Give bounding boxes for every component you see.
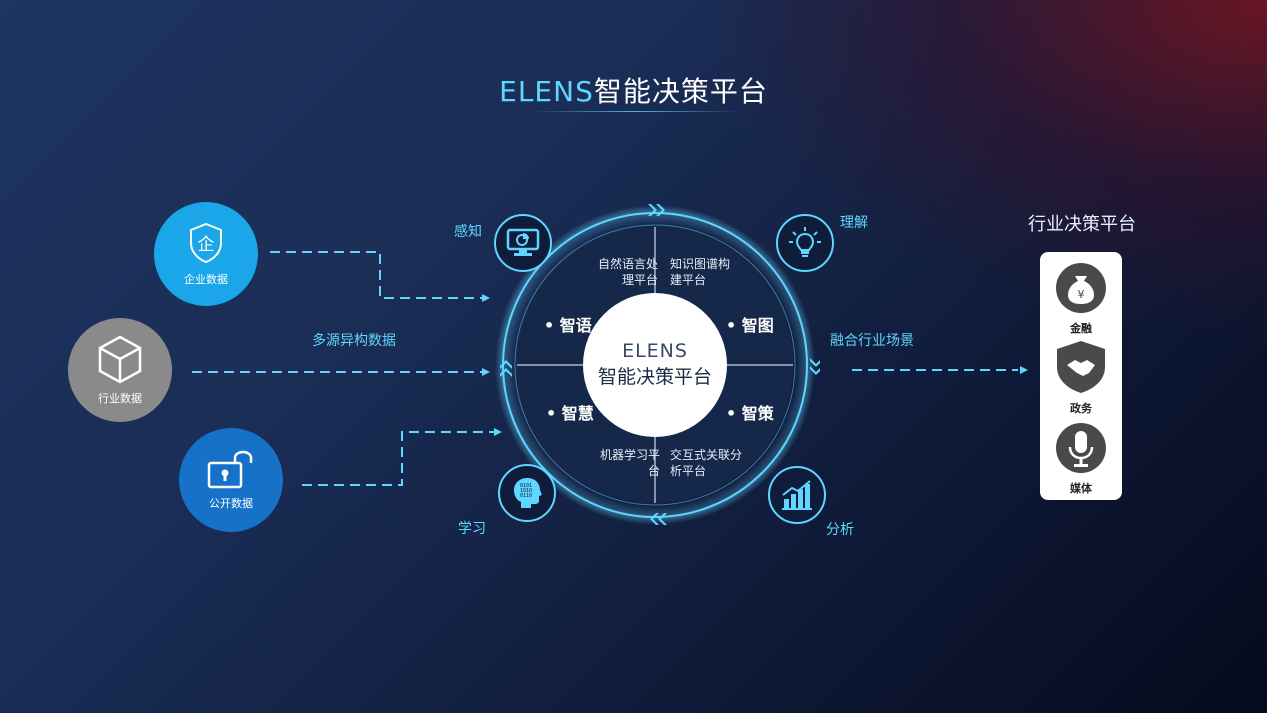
platform-wheel xyxy=(495,204,820,525)
quadrant-bottom-right-desc: 交互式关联分 析平台 xyxy=(670,447,754,479)
svg-text:1010: 1010 xyxy=(520,488,532,494)
arrow-head-output xyxy=(1020,366,1028,374)
monitor-chart-icon xyxy=(506,228,540,256)
industry-item-finance[interactable]: ¥ 金融 xyxy=(1040,262,1122,336)
quadrant-bottom-left-desc: 机器学习平 台 xyxy=(586,447,660,479)
quadrant-top-left-desc: 自然语言处 理平台 xyxy=(586,256,658,288)
industry-panel: ¥ 金融 政务 媒体 xyxy=(1040,252,1122,500)
quadrant-bottom-left-line1: 机器学习平 xyxy=(599,448,660,462)
stage-perceive-label: 感知 xyxy=(454,224,482,240)
industry-item-finance-label: 金融 xyxy=(1070,322,1092,335)
shield-enterprise-icon: 企 xyxy=(190,222,222,264)
industry-item-government[interactable]: 政务 xyxy=(1040,340,1122,416)
center-disk xyxy=(583,293,727,437)
quadrant-bottom-right-line1: 交互式关联分 xyxy=(670,448,743,462)
source-public-label: 公开数据 xyxy=(209,497,253,510)
cube-icon xyxy=(98,335,142,384)
right-panel-title: 行业决策平台 xyxy=(1028,214,1136,235)
connector-public xyxy=(302,431,494,486)
connector-enterprise xyxy=(270,251,482,299)
quadrant-bottom-left-line2: 台 xyxy=(647,464,660,478)
cycle-arrow-right xyxy=(810,358,820,375)
cycle-arrow-bottom xyxy=(650,513,667,525)
quadrant-bottom-left-title-text: 智慧 xyxy=(561,404,594,423)
svg-text:企: 企 xyxy=(198,235,215,255)
stage-analyze-label: 分析 xyxy=(826,522,854,538)
title-cn: 智能决策平台 xyxy=(593,75,768,108)
title-underline xyxy=(530,111,740,112)
source-enterprise-label: 企业数据 xyxy=(184,273,228,286)
quadrant-top-right-title-text: 智图 xyxy=(741,316,774,335)
quadrant-top-left-line1: 自然语言处 xyxy=(597,257,658,271)
middle-ring xyxy=(514,224,796,506)
source-industry[interactable]: 行业数据 xyxy=(68,318,172,422)
stage-learn-label: 学习 xyxy=(458,521,486,537)
svg-text:0110: 0110 xyxy=(520,493,532,499)
center-label: ELENS 智能决策平台 xyxy=(595,340,715,389)
page-title: ELENS智能决策平台 xyxy=(0,70,1267,110)
quadrant-top-right-line2: 建平台 xyxy=(670,273,707,287)
bar-chart-icon xyxy=(782,480,812,510)
cycle-arrow-top xyxy=(648,204,665,216)
svg-text:¥: ¥ xyxy=(1078,288,1085,301)
quadrant-bottom-left-title: • 智慧 xyxy=(546,404,594,423)
quadrant-bottom-right-line2: 析平台 xyxy=(670,464,707,478)
center-label-cn: 智能决策平台 xyxy=(597,366,712,388)
industry-item-government-label: 政务 xyxy=(1070,402,1092,415)
handshake-icon xyxy=(1057,341,1105,393)
quadrant-top-left-title: • 智语 xyxy=(544,316,592,335)
center-label-en: ELENS xyxy=(622,340,688,362)
industry-item-media-label: 媒体 xyxy=(1070,482,1092,495)
quadrant-top-right-desc: 知识图谱构 建平台 xyxy=(670,256,750,288)
source-enterprise[interactable]: 企 企业数据 xyxy=(154,202,258,306)
unlock-icon xyxy=(207,450,253,489)
quadrant-top-left-title-text: 智语 xyxy=(559,316,592,335)
stage-perceive[interactable] xyxy=(494,214,552,272)
money-bag-icon: ¥ xyxy=(1056,263,1106,313)
microphone-icon xyxy=(1056,423,1106,473)
source-public[interactable]: 公开数据 xyxy=(179,428,283,532)
stage-understand[interactable] xyxy=(776,214,834,272)
stage-learn[interactable]: 0101 1010 0110 xyxy=(498,464,556,522)
arrow-head-industry xyxy=(482,368,490,376)
quadrant-top-right-line1: 知识图谱构 xyxy=(670,257,731,271)
flow-label-fusion: 融合行业场景 xyxy=(830,333,914,349)
arrow-head-enterprise xyxy=(482,294,490,302)
quadrant-top-right-title: • 智图 xyxy=(726,316,774,335)
lightbulb-icon xyxy=(789,227,821,257)
flow-label-multi-source: 多源异构数据 xyxy=(312,333,396,349)
quadrant-bottom-right-title: • 智策 xyxy=(726,404,774,423)
stage-analyze[interactable] xyxy=(768,466,826,524)
title-en: ELENS xyxy=(499,75,594,108)
quadrant-bottom-right-title-text: 智策 xyxy=(741,404,774,423)
cycle-arrow-left xyxy=(500,360,512,377)
industry-item-media[interactable]: 媒体 xyxy=(1040,422,1122,496)
stage-understand-label: 理解 xyxy=(840,215,868,231)
svg-text:0101: 0101 xyxy=(520,483,532,489)
arrow-head-public xyxy=(494,428,502,436)
source-industry-label: 行业数据 xyxy=(98,392,142,405)
brain-head-icon: 0101 1010 0110 xyxy=(514,478,542,508)
quadrant-top-left-line2: 理平台 xyxy=(621,273,658,287)
